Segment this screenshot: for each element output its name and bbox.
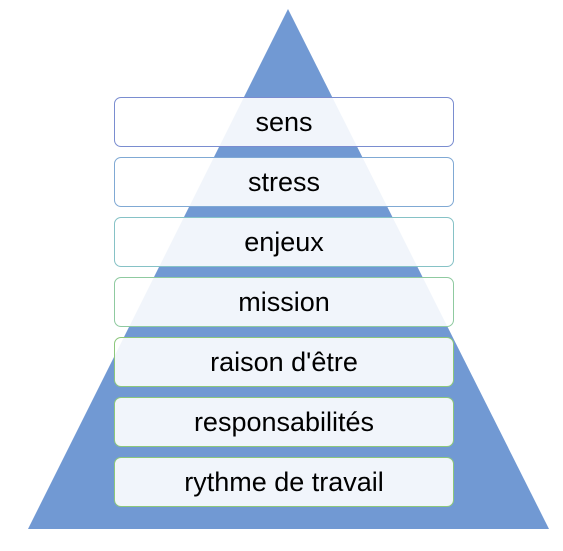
pyramid-level-enjeux: enjeux: [114, 217, 454, 267]
pyramid-level-mission: mission: [114, 277, 454, 327]
level-label: mission: [238, 286, 330, 317]
pyramid-level-stress: stress: [114, 157, 454, 207]
level-label: raison d'être: [210, 346, 358, 377]
level-label: stress: [247, 166, 320, 197]
pyramid-triangle: [28, 9, 549, 529]
pyramid-level-sens: sens: [114, 97, 454, 147]
pyramid-level-raison-detre: raison d'être: [114, 337, 454, 387]
pyramid-level-responsabilites: responsabilités: [114, 397, 454, 447]
pyramid-level-rythme-de-travail: rythme de travail: [114, 457, 454, 507]
level-label: rythme de travail: [184, 466, 384, 497]
level-label: responsabilités: [193, 406, 375, 437]
level-label: enjeux: [244, 226, 324, 257]
level-label: sens: [255, 106, 313, 137]
